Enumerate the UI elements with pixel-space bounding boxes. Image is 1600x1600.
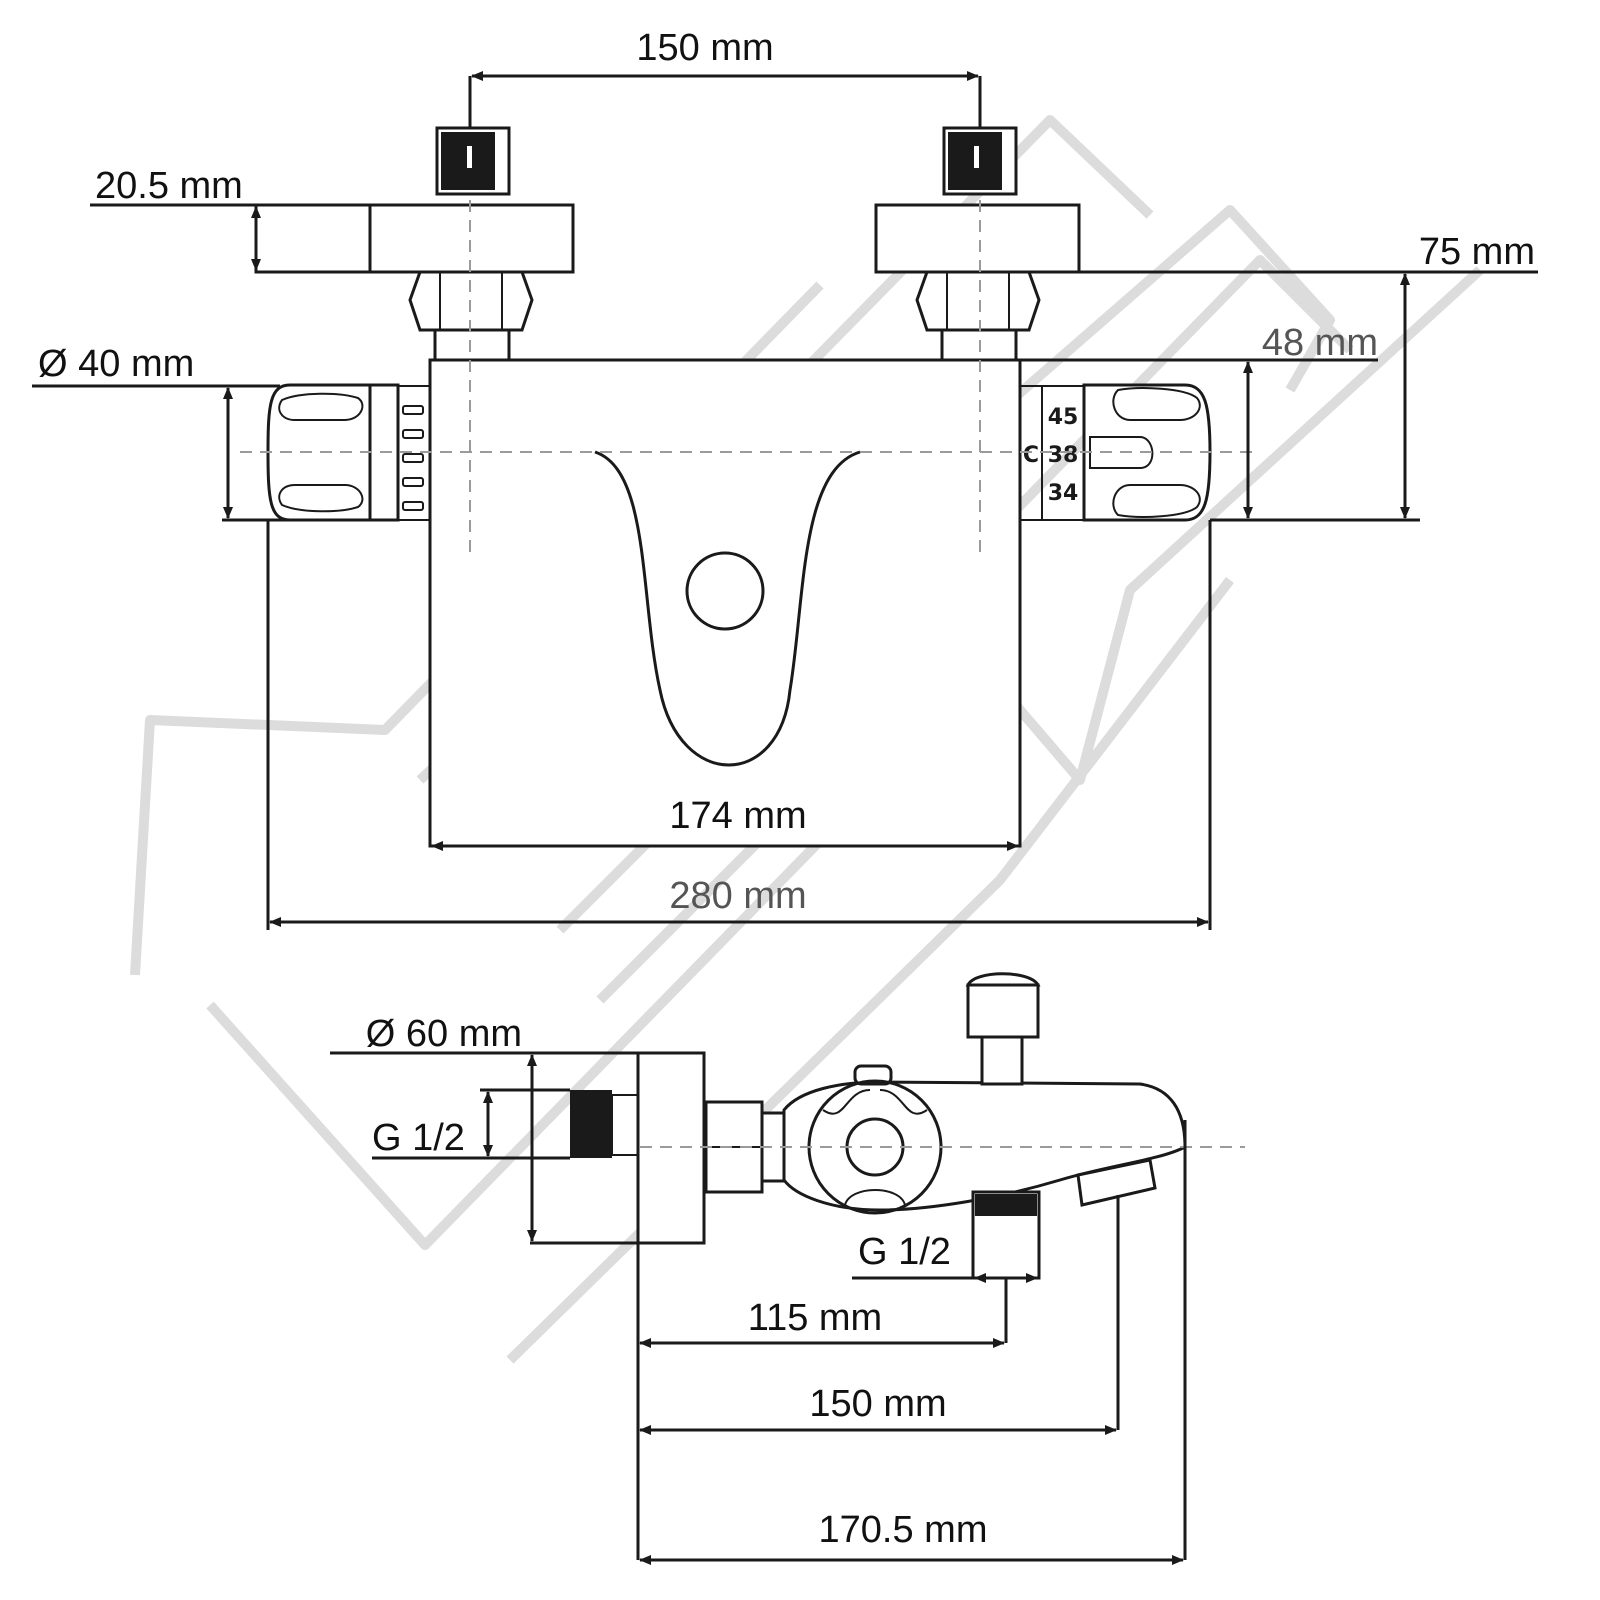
temp-scale-label: 45	[1048, 405, 1079, 430]
front-dimensions: 150 mm 20.5 mm Ø 40 mm 75 mm 48 mm 174 m…	[32, 27, 1538, 930]
diverter-stem	[980, 1030, 1024, 1086]
flow-scale-mark	[402, 405, 424, 415]
temp-scale-label: 38	[1048, 443, 1079, 468]
dimension-label: 280 mm	[669, 875, 806, 917]
flow-scale-mark	[402, 429, 424, 439]
flow-scale-mark	[402, 501, 424, 511]
dimension-label: 150 mm	[809, 1383, 946, 1425]
bath-spout	[1076, 1158, 1157, 1207]
cold-marker: C	[1023, 443, 1039, 468]
dimension-label: Ø 60 mm	[366, 1013, 522, 1055]
flow-scale-mark	[402, 477, 424, 487]
right-hex-nut	[915, 270, 1041, 332]
dimension-label: G 1/2	[372, 1117, 465, 1159]
dimension-label: G 1/2	[858, 1231, 951, 1273]
temp-scale-label: 34	[1048, 481, 1079, 506]
dimension-label: 75 mm	[1419, 231, 1535, 273]
side-dimensions: Ø 60 mm G 1/2 G 1/2 115 mm 150 mm 170.5 …	[330, 1013, 1187, 1565]
dimension-label: Ø 40 mm	[38, 343, 194, 385]
dimension-label: 20.5 mm	[95, 165, 243, 207]
side-view	[570, 972, 1245, 1280]
dimension-label: 115 mm	[748, 1297, 882, 1339]
dimension-label: 48 mm	[1262, 322, 1378, 364]
dimension-label: 170.5 mm	[819, 1509, 988, 1551]
dimension-label: 150 mm	[636, 27, 773, 69]
flow-scale-mark	[402, 453, 424, 463]
dimension-label: 174 mm	[669, 795, 806, 837]
mixer-body	[428, 358, 1022, 848]
inlet-thread	[570, 1090, 612, 1158]
left-eccentric	[254, 203, 575, 274]
diverter-knob	[966, 983, 1040, 1039]
right-eccentric	[874, 203, 1081, 274]
body-groove	[594, 450, 861, 767]
front-view: 45 38 34 C	[240, 126, 1260, 848]
outlet-port	[685, 551, 765, 631]
